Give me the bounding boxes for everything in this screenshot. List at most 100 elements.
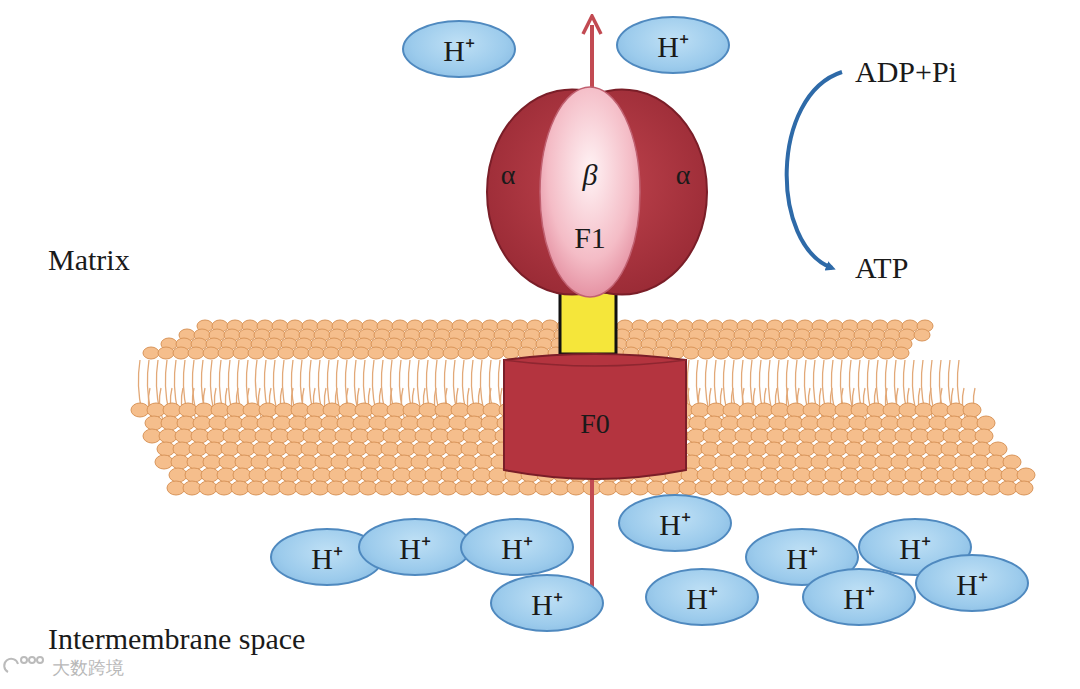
lipid-head: [959, 429, 977, 443]
lipid-head: [239, 429, 257, 443]
lipid-head: [699, 455, 717, 469]
lipid-head: [187, 455, 205, 469]
lipid-head: [727, 481, 745, 495]
lipid-head: [683, 347, 699, 359]
lipid-head: [845, 442, 863, 456]
lipid-head: [263, 347, 279, 359]
proton-label: H⁺: [843, 577, 875, 618]
lipid-head: [763, 455, 781, 469]
lipid-head: [347, 455, 365, 469]
proton-label: H⁺: [686, 577, 718, 618]
lipid-head: [171, 455, 189, 469]
lipid-head: [401, 416, 419, 430]
lipid-head: [875, 455, 893, 469]
lipid-head: [487, 481, 505, 495]
lipid-head: [145, 416, 163, 430]
lipid-head: [728, 347, 744, 359]
lipid-head: [163, 403, 181, 417]
lipid-head: [465, 416, 483, 430]
lipid-head: [255, 429, 273, 443]
proton-ellipse: H⁺: [645, 568, 759, 626]
lipid-head: [915, 403, 933, 417]
lipid-head: [705, 416, 723, 430]
lipid-head: [233, 468, 251, 482]
lipid-head: [323, 403, 341, 417]
lipid-head: [599, 481, 617, 495]
lipid-head: [263, 481, 281, 495]
lipid-head: [221, 442, 239, 456]
lipid-head: [567, 481, 585, 495]
lipid-head: [877, 442, 895, 456]
proton-label: H⁺: [443, 29, 475, 70]
lipid-head: [829, 442, 847, 456]
lipid-head: [291, 403, 309, 417]
lipid-head: [235, 455, 253, 469]
lipid-head: [219, 455, 237, 469]
lipid-head: [795, 455, 813, 469]
lipid-head: [321, 416, 339, 430]
lipid-head: [903, 481, 921, 495]
lipid-head: [339, 403, 357, 417]
lipid-head: [803, 403, 821, 417]
lipid-head: [911, 429, 929, 443]
lipid-head: [897, 416, 915, 430]
lipid-head: [177, 416, 195, 430]
lipid-head: [363, 455, 381, 469]
lipid-head: [175, 429, 193, 443]
lipid-head: [848, 347, 864, 359]
lipid-head: [207, 429, 225, 443]
lipid-head: [803, 347, 819, 359]
lipid-head: [131, 403, 149, 417]
lipid-head: [345, 468, 363, 482]
lipid-head: [353, 416, 371, 430]
lipid-head: [203, 455, 221, 469]
lipid-head: [881, 416, 899, 430]
lipid-head: [787, 403, 805, 417]
lipid-head: [473, 468, 491, 482]
lipid-head: [195, 403, 213, 417]
lipid-head: [685, 442, 703, 456]
lipid-head: [793, 468, 811, 482]
lipid-head: [841, 468, 859, 482]
lipid-head: [999, 481, 1017, 495]
lipid-head: [387, 403, 405, 417]
lipid-head: [411, 455, 429, 469]
lipid-head: [831, 429, 849, 443]
lipid-head: [753, 416, 771, 430]
lipid-head: [379, 455, 397, 469]
f0-complex: F0: [502, 352, 688, 484]
lipid-head: [287, 429, 305, 443]
lipid-head: [943, 429, 961, 443]
lipid-head: [503, 481, 521, 495]
lipid-head: [971, 455, 989, 469]
lipid-head: [833, 347, 849, 359]
lipid-head: [417, 416, 435, 430]
lipid-head: [338, 347, 354, 359]
lipid-head: [765, 442, 783, 456]
lipid-tail: [930, 360, 934, 412]
lipid-head: [158, 347, 174, 359]
proton-ellipse: H⁺: [460, 518, 574, 576]
lipid-head: [368, 347, 384, 359]
lipid-head: [788, 347, 804, 359]
lipid-head: [863, 429, 881, 443]
lipid-head: [455, 481, 473, 495]
lipid-head: [449, 416, 467, 430]
lipid-head: [351, 429, 369, 443]
lipid-head: [771, 403, 789, 417]
lipid-head: [308, 347, 324, 359]
lipid-head: [729, 468, 747, 482]
lipid-head: [273, 416, 291, 430]
lipid-head: [817, 416, 835, 430]
lipid-head: [327, 481, 345, 495]
lipid-head: [353, 347, 369, 359]
lipid-head: [253, 442, 271, 456]
lipid-head: [155, 455, 173, 469]
lipid-head: [231, 481, 249, 495]
lipid-head: [893, 347, 909, 359]
lipid-head: [987, 455, 1005, 469]
lipid-head: [827, 455, 845, 469]
lipid-head: [937, 468, 955, 482]
proton-ellipse: H⁺: [358, 518, 472, 576]
